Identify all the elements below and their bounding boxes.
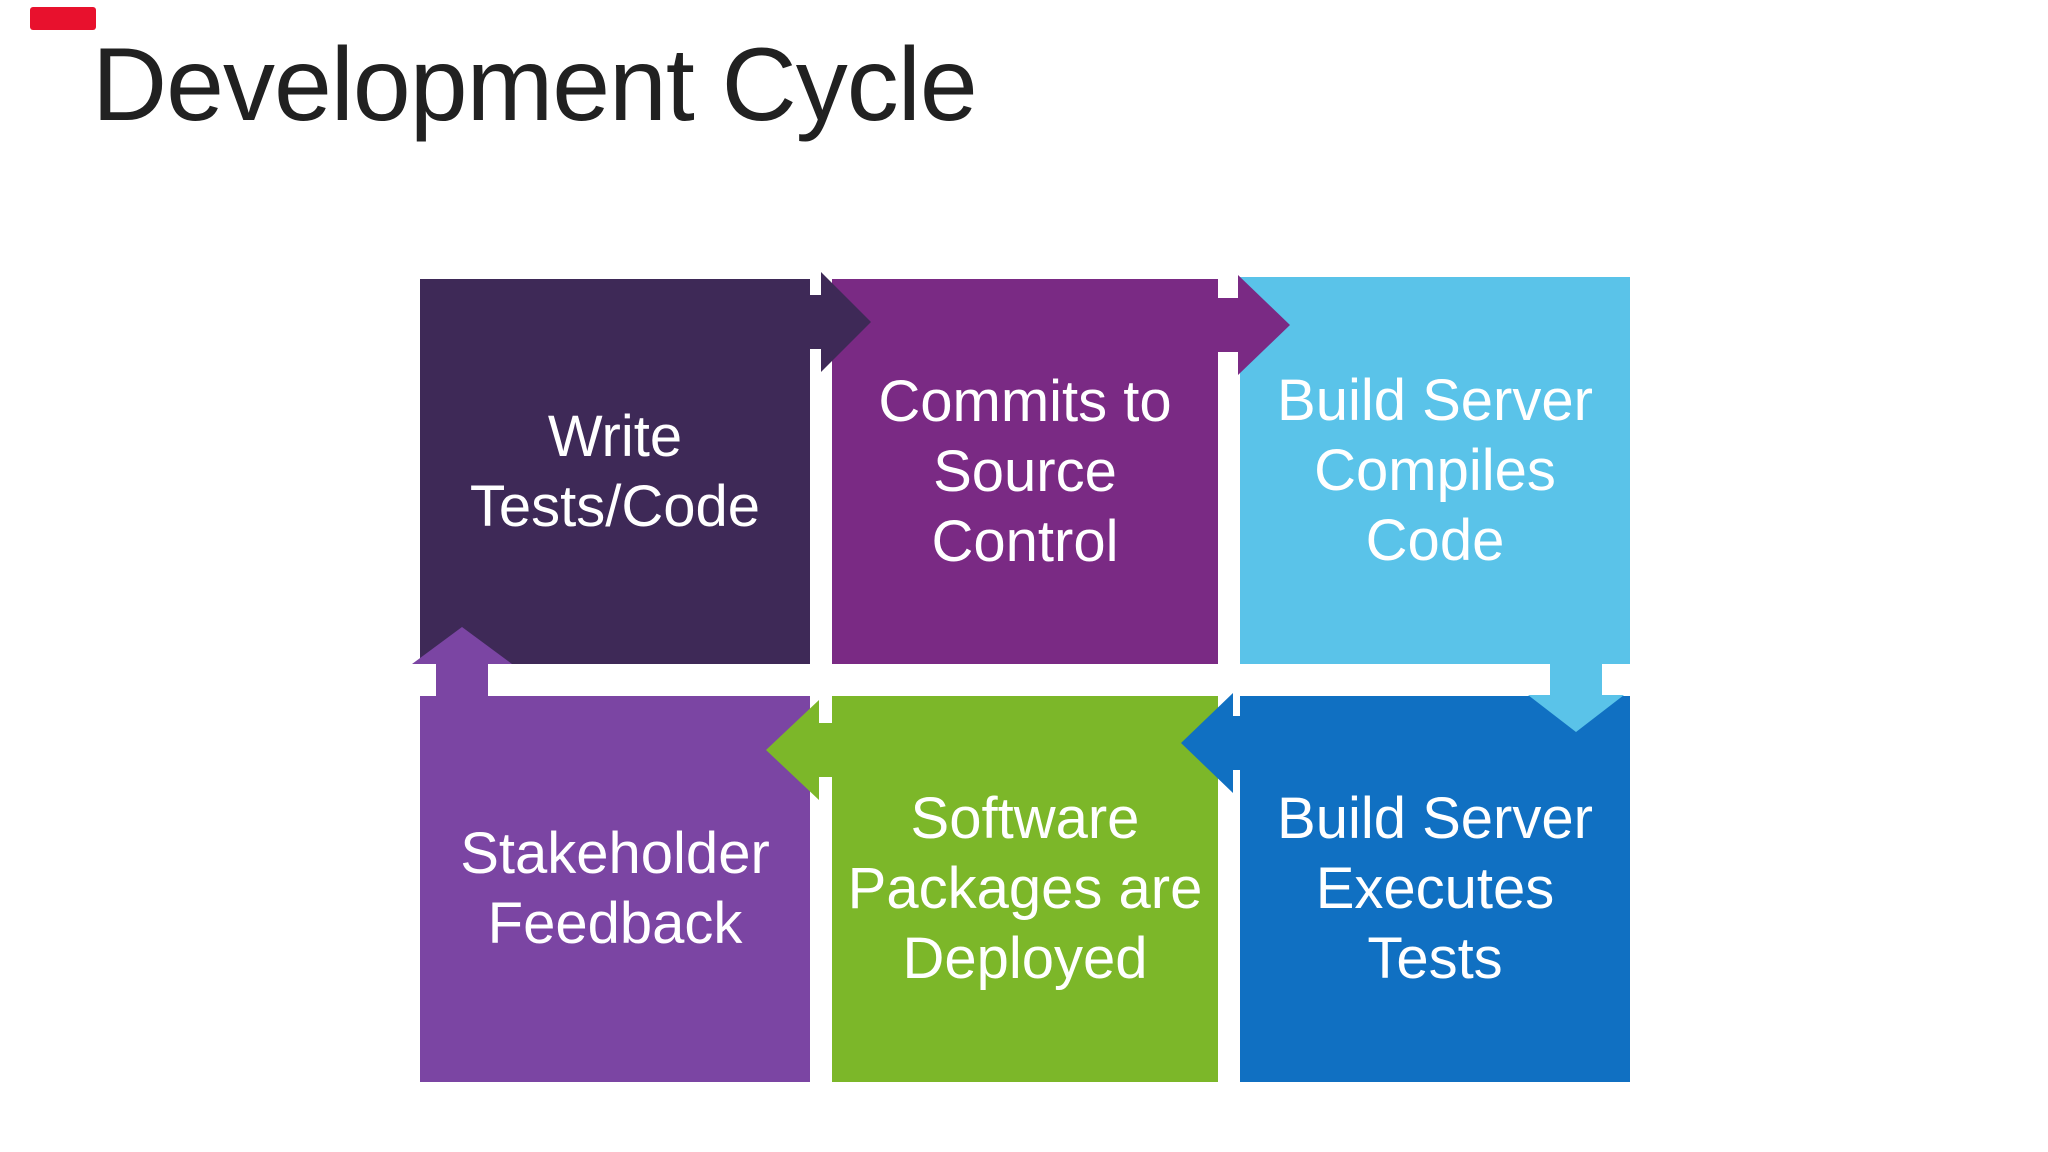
box-write-tests-code: Write Tests/Code: [420, 279, 810, 664]
box-label-line: Code: [1365, 507, 1505, 573]
box-commits-to-source-control: Commits to Source Control: [832, 279, 1218, 664]
box-label-line: Control: [931, 508, 1119, 574]
box-label-line: Packages are: [847, 856, 1203, 921]
box-label-line: Deployed: [902, 926, 1148, 991]
box-build-server-executes-tests: Build Server Executes Tests: [1240, 696, 1630, 1082]
box-label-line: Feedback: [487, 891, 743, 956]
box-label-line: Software: [910, 786, 1140, 851]
box-label-line: Stakeholder: [460, 821, 770, 886]
box-software-packages-deployed: Software Packages are Deployed: [832, 696, 1218, 1082]
red-marker-badge: [30, 7, 96, 30]
box-label-line: Compiles: [1314, 437, 1556, 503]
page-title: Development Cycle: [92, 27, 978, 143]
box-label-line: Executes: [1315, 856, 1555, 921]
box-label-line: Write: [547, 403, 683, 469]
box-label-line: Tests/Code: [469, 473, 761, 539]
box-label-line: Build Server: [1277, 786, 1593, 851]
box-label-line: Build Server: [1277, 367, 1593, 433]
box-label-line: Tests: [1367, 926, 1503, 991]
box-build-server-compiles-code: Build Server Compiles Code: [1240, 277, 1630, 664]
box-label-line: Source: [933, 438, 1117, 504]
box-label-line: Commits to: [878, 368, 1172, 434]
box-stakeholder-feedback: Stakeholder Feedback: [420, 696, 810, 1082]
